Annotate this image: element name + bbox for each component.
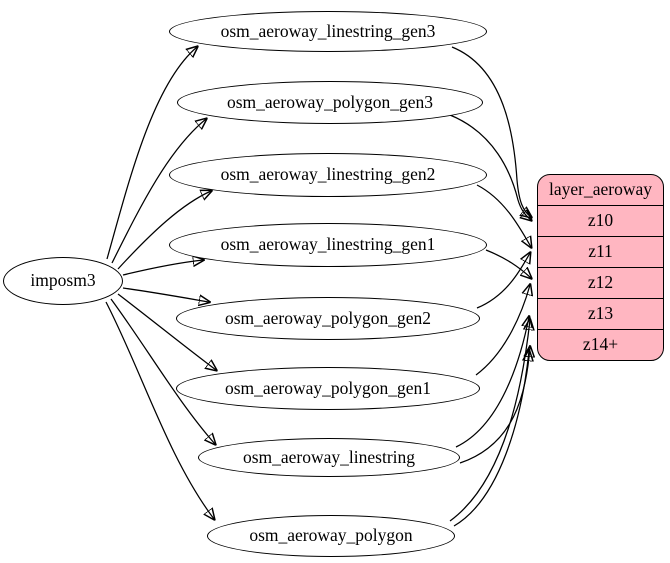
edge-linestring-z13 — [455, 317, 529, 448]
edge-linestring_gen2-z11 — [476, 184, 531, 247]
layer-record-row-z11: z11 — [538, 236, 663, 267]
edge-imposm3-polygon — [105, 301, 214, 519]
node-osm_aeroway_polygon: osm_aeroway_polygon — [207, 515, 455, 557]
edge-imposm3-linestring — [110, 298, 215, 444]
edge-linestring-z14 — [459, 347, 530, 464]
layer-record-row-z14: z14+ — [538, 329, 663, 360]
edge-imposm3-linestring_gen1 — [122, 260, 203, 276]
layer-record-row-z13: z13 — [538, 298, 663, 329]
edge-imposm3-polygon_gen3 — [111, 119, 206, 264]
table-label: osm_aeroway_linestring_gen1 — [220, 234, 436, 255]
edge-polygon_gen2-z11 — [476, 253, 530, 309]
node-osm_aeroway_linestring_gen1: osm_aeroway_linestring_gen1 — [169, 223, 487, 267]
table-label: osm_aeroway_polygon_gen2 — [224, 307, 432, 328]
node-osm_aeroway_linestring: osm_aeroway_linestring — [198, 438, 460, 477]
edge-imposm3-linestring_gen3 — [106, 47, 197, 260]
node-osm_aeroway_polygon_gen1: osm_aeroway_polygon_gen1 — [176, 367, 480, 410]
table-label: osm_aeroway_linestring_gen2 — [220, 164, 436, 185]
edge-imposm3-polygon_gen1 — [117, 293, 216, 370]
edge-polygon-z14 — [453, 351, 529, 527]
table-label: osm_aeroway_polygon_gen3 — [226, 91, 434, 112]
edge-polygon-z13 — [449, 320, 530, 522]
table-label: osm_aeroway_linestring — [242, 446, 416, 467]
table-label: osm_aeroway_polygon — [249, 525, 413, 546]
edge-linestring_gen3-z10 — [451, 46, 531, 217]
layer-record-row-z12: z12 — [538, 267, 663, 298]
node-layer_aeroway: layer_aeroway z10 z11 z12 z13 z14+ — [537, 174, 664, 361]
node-osm_aeroway_polygon_gen3: osm_aeroway_polygon_gen3 — [177, 81, 483, 124]
node-osm_aeroway_linestring_gen3: osm_aeroway_linestring_gen3 — [169, 11, 487, 52]
edge-imposm3-linestring_gen2 — [117, 191, 211, 270]
table-label: osm_aeroway_polygon_gen1 — [224, 377, 432, 398]
layer-record-title: layer_aeroway — [549, 179, 652, 200]
edge-linestring_gen1-z12 — [485, 249, 531, 278]
table-label: osm_aeroway_linestring_gen3 — [220, 20, 436, 41]
node-imposm3: imposm3 — [3, 257, 123, 305]
edge-imposm3-polygon_gen2 — [122, 287, 209, 302]
node-osm_aeroway_linestring_gen2: osm_aeroway_linestring_gen2 — [169, 153, 487, 197]
edge-polygon_gen1-z12 — [475, 285, 530, 376]
layer-record-row-z10: z10 — [538, 205, 663, 236]
node-osm_aeroway_polygon_gen2: osm_aeroway_polygon_gen2 — [176, 297, 480, 340]
node-imposm3-label: imposm3 — [30, 270, 96, 291]
edge-polygon_gen3-z10 — [449, 114, 531, 220]
